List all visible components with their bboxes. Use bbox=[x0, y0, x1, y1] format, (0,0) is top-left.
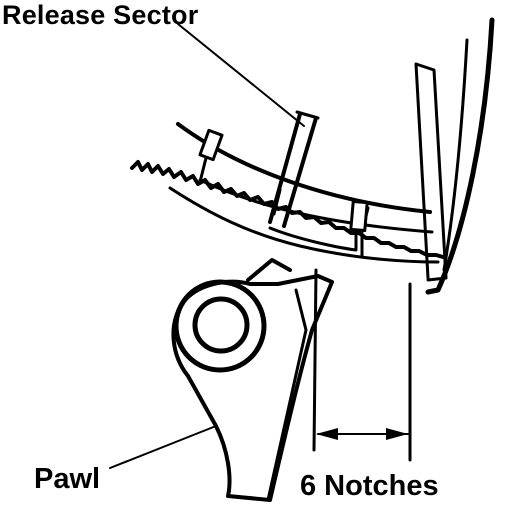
sector-teeth bbox=[130, 160, 445, 259]
release-sector-arm-cap bbox=[295, 110, 320, 120]
label-pawl: Pawl bbox=[34, 463, 101, 495]
sector-tab-1 bbox=[198, 128, 224, 162]
pawl-pivot-outer bbox=[173, 279, 267, 373]
sector-inner-arc bbox=[168, 186, 440, 264]
sector-tab-2 bbox=[349, 199, 369, 233]
notches-extension-left bbox=[312, 268, 318, 452]
pawl-edge bbox=[266, 288, 308, 502]
label-release-sector: Release Sector bbox=[2, 0, 199, 30]
sector-rib-2 bbox=[272, 188, 282, 216]
notches-arrow-right bbox=[386, 428, 408, 440]
sector-rim-arc-upper bbox=[176, 122, 432, 214]
pawl-tooth bbox=[246, 258, 292, 282]
pawl-pivot-inner bbox=[192, 296, 250, 354]
housing-curve-inner bbox=[442, 38, 469, 272]
label-6-notches: 6 Notches bbox=[300, 470, 439, 502]
pawl-leader bbox=[109, 425, 217, 469]
notches-arrow-left bbox=[316, 428, 338, 440]
housing-curve-outer bbox=[425, 17, 495, 295]
sector-side-plate bbox=[414, 62, 448, 282]
release-sector-leader bbox=[177, 23, 305, 127]
